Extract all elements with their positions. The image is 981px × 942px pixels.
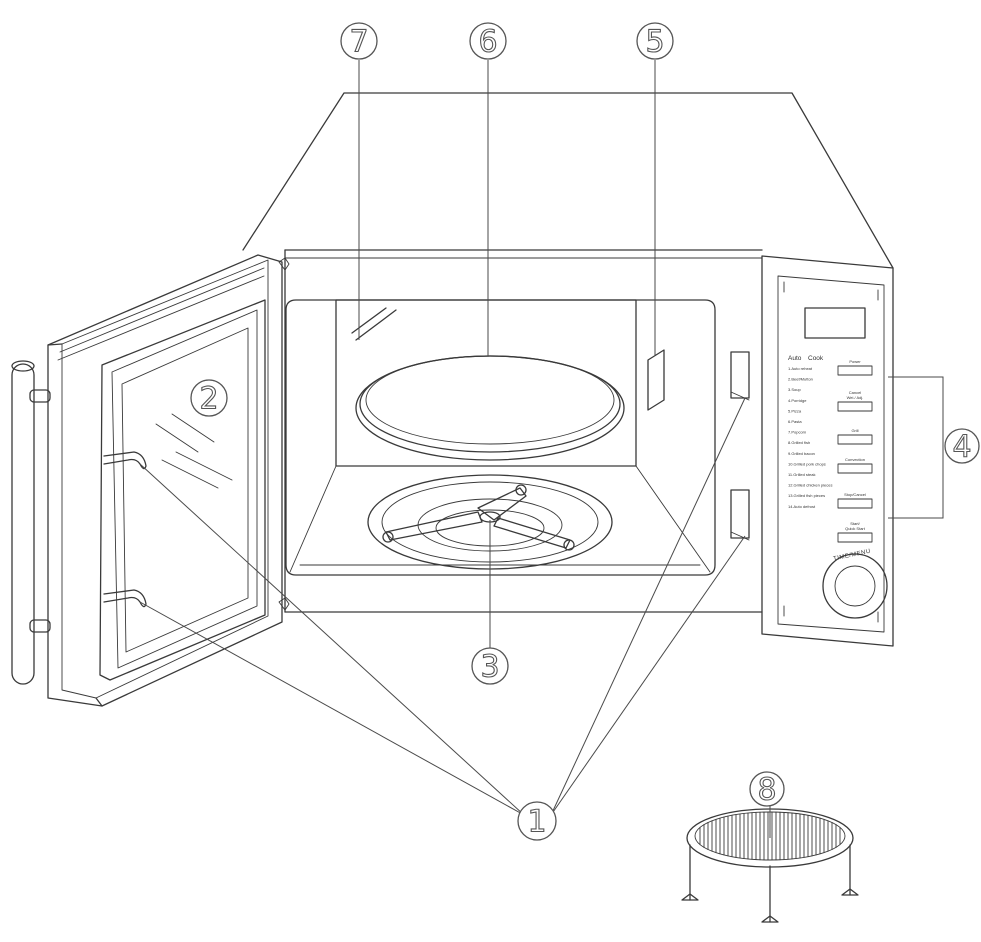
callout-6: 6 xyxy=(469,22,507,60)
callout-5: 5 xyxy=(636,22,674,60)
svg-text:6: 6 xyxy=(478,25,497,60)
panel-button-key xyxy=(837,463,873,474)
control-panel xyxy=(761,255,894,647)
menu-item: 2.Beef/Mutton xyxy=(788,377,813,382)
waveguide-cover xyxy=(647,349,665,411)
callout-2: 2 xyxy=(190,379,228,417)
display-window xyxy=(804,307,866,339)
auto-menu-list: 1.Auto reheat 2.Beef/Mutton 3.Soup 4.Porrid… xyxy=(788,366,832,509)
menu-item: 14.Auto defrost xyxy=(788,504,816,509)
svg-text:5: 5 xyxy=(645,25,664,60)
callout-7: 7 xyxy=(340,22,378,60)
menu-item: 3.Soup xyxy=(788,387,801,392)
menu-item: 11.Grilled steak xyxy=(788,472,816,477)
callout-8: 8 xyxy=(749,771,785,808)
callout-4: 4 xyxy=(944,428,980,465)
oven-body xyxy=(242,92,894,613)
callout-3: 3 xyxy=(471,647,509,685)
panel-button-label: Cancel xyxy=(849,390,862,395)
time-menu-dial xyxy=(822,553,888,619)
oven-cavity xyxy=(285,299,716,576)
panel-button-label: Start/ xyxy=(850,521,860,526)
menu-item: 13.Grilled fish pieces xyxy=(788,493,825,498)
menu-item: 4.Porridge xyxy=(788,398,807,403)
menu-item: 1.Auto reheat xyxy=(788,366,813,371)
menu-item: 7.Popcorn xyxy=(788,430,806,435)
panel-button-sublabel: Quick Start xyxy=(845,526,866,531)
svg-text:7: 7 xyxy=(349,25,368,60)
menu-item: 10.Grilled pork chops xyxy=(788,461,826,466)
menu-item: 5.Pizza xyxy=(788,408,802,413)
panel-button-label: Stop/Cancel xyxy=(844,492,866,497)
panel-button-key xyxy=(837,532,873,543)
latch-holes xyxy=(730,351,750,541)
door-handle xyxy=(11,360,51,685)
panel-button-key xyxy=(837,365,873,376)
auto-label: Auto xyxy=(788,355,802,362)
panel-button[interactable]: Grill xyxy=(837,428,873,445)
svg-text:8: 8 xyxy=(757,773,776,808)
oven-lamp xyxy=(351,307,397,341)
svg-text:4: 4 xyxy=(952,430,971,465)
panel-button-sublabel: Wei./ Adj. xyxy=(847,395,864,400)
panel-button-key xyxy=(837,498,873,509)
panel-button[interactable]: Start/Quick Start xyxy=(837,521,873,543)
callouts: 7 6 5 2 4 3 1 8 xyxy=(190,22,980,841)
panel-button-key xyxy=(837,401,873,412)
menu-item: 9.Grilled bacon xyxy=(788,451,815,456)
menu-item: 12.Grilled chicken pieces xyxy=(788,483,832,488)
menu-item: 6.Pasta xyxy=(788,419,802,424)
menu-item: 8.Grilled fish xyxy=(788,440,810,445)
panel-button-label: Convection xyxy=(845,457,865,462)
panel-button[interactable]: Convection xyxy=(837,457,873,474)
leader-lines xyxy=(139,60,771,838)
glass-tray xyxy=(355,355,625,461)
oven-door xyxy=(47,254,283,707)
panel-button-label: Grill xyxy=(851,428,858,433)
panel-button[interactable]: Stop/Cancel xyxy=(837,492,873,509)
svg-text:3: 3 xyxy=(480,650,499,685)
dial-label: TIME/MENU xyxy=(833,549,872,563)
panel-button-key xyxy=(837,434,873,445)
callout-1: 1 xyxy=(517,801,557,841)
panel-button[interactable]: Power xyxy=(837,359,873,376)
panel-text: Auto Cook 1.Auto reheat 2.Beef/Mutton 3.So… xyxy=(788,355,888,619)
svg-text:1: 1 xyxy=(527,805,546,840)
svg-text:2: 2 xyxy=(199,382,218,417)
panel-button-label: Power xyxy=(849,359,861,364)
cook-label: Cook xyxy=(808,355,824,362)
